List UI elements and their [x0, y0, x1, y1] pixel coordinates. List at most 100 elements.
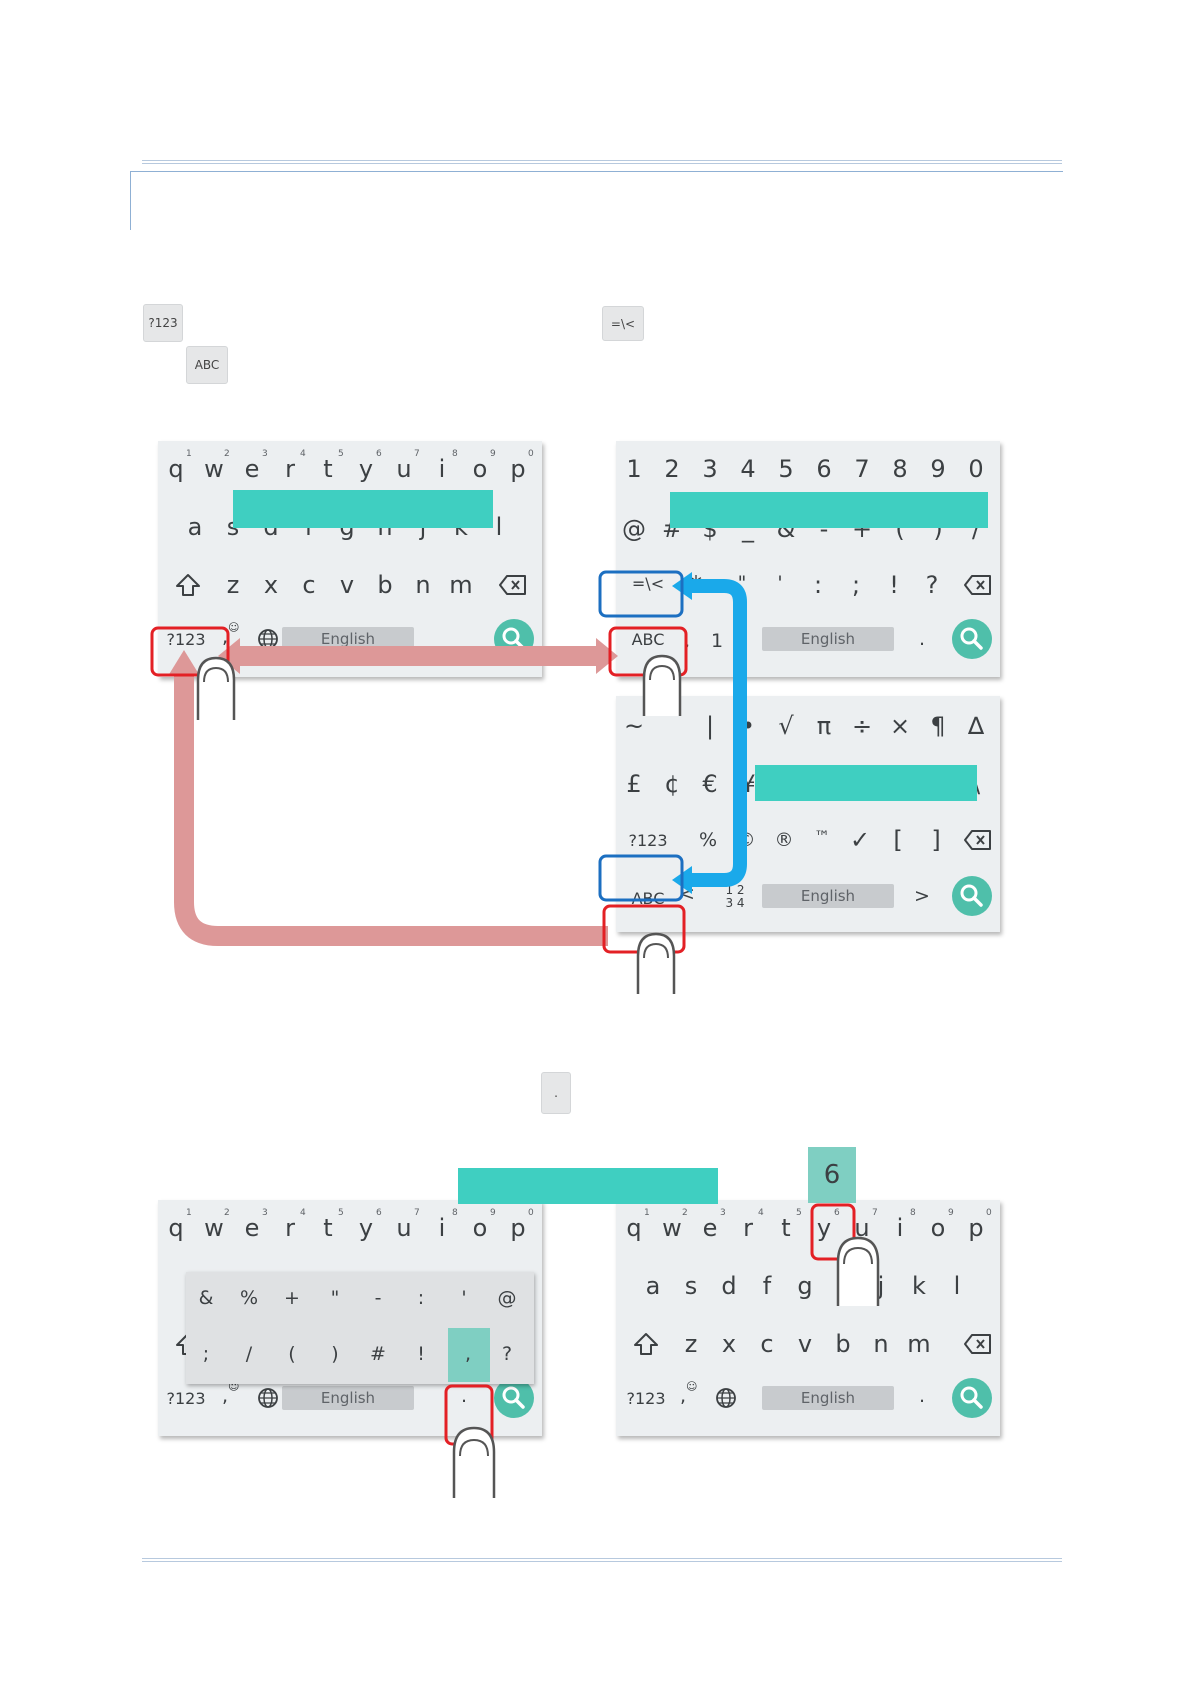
emoji-comma-key[interactable]: , [210, 617, 240, 657]
emoji-comma-key[interactable]: , [210, 1376, 240, 1416]
key-euro[interactable]: € [702, 770, 718, 798]
key-t[interactable]: t [323, 455, 333, 483]
key-t[interactable]: t [781, 1214, 791, 1242]
key-gt[interactable]: > [914, 885, 930, 907]
popup-key[interactable]: ; [202, 1343, 210, 1365]
key-minus[interactable]: - [819, 515, 829, 543]
key-e[interactable]: e [244, 455, 260, 483]
popup-key[interactable]: ! [417, 1343, 425, 1365]
key-m[interactable]: m [907, 1330, 931, 1358]
key-n[interactable]: n [873, 1330, 889, 1358]
key-y[interactable]: y [358, 455, 374, 483]
abc-key[interactable]: ABC [631, 888, 665, 908]
key-l[interactable]: l [953, 1272, 961, 1300]
key-k[interactable]: k [912, 1272, 926, 1300]
key-i[interactable]: i [438, 1214, 446, 1242]
backspace-key[interactable] [960, 820, 996, 860]
key-trademark[interactable]: ™ [814, 826, 830, 846]
key-dquote[interactable]: " [737, 572, 747, 594]
language-key[interactable] [250, 1378, 286, 1418]
key-e[interactable]: e [244, 1214, 260, 1242]
key-l[interactable]: l [495, 513, 503, 541]
key-1[interactable]: 1 [626, 455, 642, 483]
popup-key[interactable]: " [330, 1287, 340, 1309]
key-x[interactable]: x [263, 571, 279, 599]
key-i[interactable]: i [896, 1214, 904, 1242]
key-a[interactable]: a [187, 513, 203, 541]
search-key[interactable] [494, 1378, 534, 1418]
key-question[interactable]: ? [925, 571, 939, 599]
numpad-key[interactable]: 1 2 3 4 [720, 884, 750, 910]
key-m[interactable]: m [449, 571, 473, 599]
key-slash[interactable]: / [971, 515, 981, 543]
key-g[interactable]: g [797, 1272, 813, 1300]
key-v[interactable]: v [797, 1330, 813, 1358]
spacebar[interactable]: English [762, 884, 894, 908]
sym-key[interactable]: ?123 [166, 629, 206, 649]
key-r[interactable]: r [285, 1214, 295, 1242]
key-j[interactable]: j [877, 1272, 885, 1300]
popup-key[interactable]: & [198, 1287, 214, 1309]
key-pipe[interactable]: | [705, 712, 715, 740]
key-w[interactable]: w [204, 455, 224, 483]
language-key[interactable] [708, 1378, 744, 1418]
key-9[interactable]: 9 [930, 455, 946, 483]
popup-key[interactable]: : [417, 1287, 425, 1309]
period-key[interactable]: . [918, 1385, 926, 1407]
key-rparen[interactable]: ) [933, 515, 943, 543]
popup-key[interactable]: ) [331, 1343, 339, 1365]
key-delta[interactable]: ∆ [967, 712, 985, 740]
key-semicolon[interactable]: ; [851, 571, 861, 599]
key-p[interactable]: p [510, 455, 526, 483]
key-p[interactable]: p [510, 1214, 526, 1242]
key-colon[interactable]: : [813, 571, 823, 599]
backspace-key[interactable] [960, 565, 996, 605]
emoji-comma-key[interactable]: , [668, 1376, 698, 1416]
key-8[interactable]: 8 [892, 455, 908, 483]
key-t[interactable]: t [323, 1214, 333, 1242]
sym-key[interactable]: ?123 [166, 1388, 206, 1408]
key-r[interactable]: r [743, 1214, 753, 1242]
backspace-key[interactable] [495, 565, 531, 605]
key-lparen[interactable]: ( [895, 515, 905, 543]
popup-key[interactable]: % [239, 1287, 259, 1309]
spacebar[interactable]: English [762, 1386, 894, 1410]
key-x[interactable]: x [721, 1330, 737, 1358]
key-4[interactable]: 4 [740, 455, 756, 483]
spacebar[interactable]: English [282, 1386, 414, 1410]
key-e[interactable]: e [702, 1214, 718, 1242]
key-3[interactable]: 3 [702, 455, 718, 483]
key-q[interactable]: q [168, 1214, 184, 1242]
popup-key[interactable]: ' [461, 1287, 467, 1309]
key-y[interactable]: y [358, 1214, 374, 1242]
key-sqrt[interactable]: √ [778, 712, 794, 740]
key-rbracket[interactable]: ] [931, 826, 941, 854]
key-r[interactable]: r [285, 455, 295, 483]
popup-key[interactable]: / [245, 1343, 253, 1365]
shift-key[interactable] [170, 565, 206, 605]
key-pi[interactable]: π [816, 712, 832, 740]
shift-key[interactable] [628, 1324, 664, 1364]
key-b[interactable]: b [377, 571, 393, 599]
period-key[interactable]: . [918, 628, 926, 650]
numpad-key[interactable]: 1 [710, 630, 724, 652]
sym-key[interactable]: ?123 [628, 830, 668, 850]
key-0[interactable]: 0 [968, 455, 984, 483]
key-divide[interactable]: ÷ [851, 712, 873, 740]
key-c[interactable]: c [302, 571, 316, 599]
search-key[interactable] [952, 619, 992, 659]
key-cent[interactable]: ¢ [664, 770, 680, 798]
key-o[interactable]: o [472, 1214, 488, 1242]
spacebar[interactable]: English [762, 627, 894, 651]
search-key[interactable] [952, 876, 992, 916]
key-s[interactable]: s [684, 1272, 698, 1300]
key-w[interactable]: w [662, 1214, 682, 1242]
key-z[interactable]: z [226, 571, 240, 599]
key-v[interactable]: v [339, 571, 355, 599]
key-registered[interactable]: ® [774, 829, 794, 851]
popup-key[interactable]: + [284, 1287, 300, 1309]
key-y[interactable]: y [816, 1214, 832, 1242]
key-5[interactable]: 5 [778, 455, 794, 483]
key-q[interactable]: q [168, 455, 184, 483]
key-exclaim[interactable]: ! [889, 571, 899, 599]
